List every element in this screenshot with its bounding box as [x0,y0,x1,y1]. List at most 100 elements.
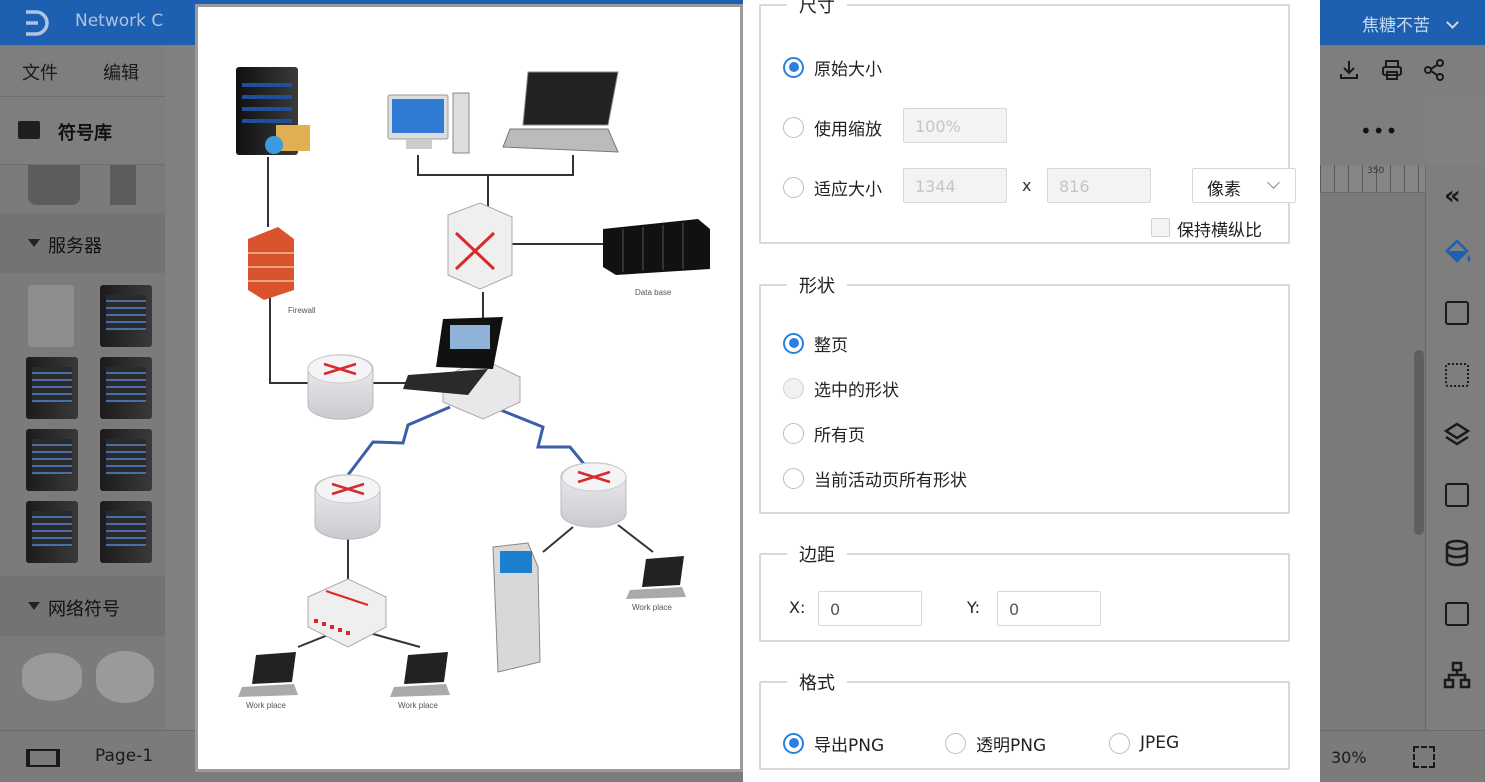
canvas-area[interactable] [1320,193,1425,730]
file-server-symbol[interactable] [26,357,78,419]
menu-file[interactable]: 文件 [22,63,58,84]
fill-bucket-icon[interactable] [1443,237,1473,267]
desktop-computer-shape [387,92,470,154]
radio-unchecked[interactable] [1109,732,1130,754]
shape-all-pages-option[interactable]: 所有页 [783,420,865,446]
pages-icon[interactable] [26,749,60,767]
layers-icon[interactable] [1443,421,1471,449]
hub-switch-shape [307,578,387,648]
terminal-symbol[interactable] [110,165,136,205]
mail-server-symbol[interactable] [26,501,78,563]
image-icon[interactable] [1445,602,1469,626]
caret-down-icon [28,602,40,610]
radio-unchecked[interactable] [945,732,966,754]
scale-input[interactable]: 100% [903,108,1007,143]
workplace-label: Work place [632,603,672,612]
menu-bar: 文件 编辑 [0,45,165,97]
category-servers[interactable]: 服务器 [0,213,165,273]
chevron-down-icon[interactable] [1446,16,1459,29]
shape-active-page-option[interactable]: 当前活动页所有形状 [783,465,967,491]
presentation-icon[interactable] [1445,483,1469,507]
keep-ratio-label[interactable]: 保持横纵比 [1177,221,1262,241]
zoom-level[interactable]: 30% [1331,748,1367,767]
network-diagram-preview: Firewall Data base [236,67,710,710]
page-settings-icon[interactable] [1445,301,1469,325]
shape-whole-page-option[interactable]: 整页 [783,330,848,356]
format-png-option[interactable]: 导出PNG [783,730,884,756]
margin-x-label: X: [789,598,806,617]
margin-y-input[interactable]: 0 [997,591,1101,626]
whole-page-label: 整页 [814,335,848,356]
category-network-symbols[interactable]: 网络符号 [0,576,165,636]
size-scale-option[interactable]: 使用缩放 [783,114,882,140]
symbol-library-title: 符号库 [58,123,112,144]
kiosk-symbol[interactable] [28,165,80,205]
active-page-shapes-label: 当前活动页所有形状 [814,470,967,491]
collapse-panel-icon[interactable]: « [1444,181,1461,211]
horizontal-ruler [1320,165,1425,193]
server-tower-symbol[interactable] [28,285,74,347]
export-preview: Firewall Data base [195,4,743,772]
radio-unchecked[interactable] [783,422,804,444]
format-jpeg-option[interactable]: JPEG [1109,730,1179,756]
format-transparent-png-option[interactable]: 透明PNG [945,730,1046,756]
router-symbol[interactable] [22,653,82,701]
radio-checked[interactable] [783,332,804,354]
margin-group: 边距 X: 0 Y: 0 [759,541,1290,642]
fullscreen-icon[interactable] [1413,746,1435,768]
print-icon[interactable] [1381,59,1403,81]
jpeg-label: JPEG [1140,733,1180,753]
workplace-label: Work place [398,701,438,710]
width-input[interactable]: 1344 [903,168,1007,203]
radio-unchecked[interactable] [783,467,804,489]
symbol-library-panel: 服务器 网络符号 [0,165,165,730]
workplace-laptop-shape [626,556,686,599]
page-tab[interactable]: Page-1 [95,746,154,766]
database-rack-shape [603,219,710,275]
margin-x-input[interactable]: 0 [818,591,922,626]
user-server-symbol[interactable] [100,429,152,491]
grid-icon[interactable] [1445,363,1469,387]
user-name[interactable]: 焦糖不苦 [1362,16,1430,36]
database-icon[interactable] [1443,539,1471,567]
radio-checked[interactable] [783,56,804,78]
database-label: Data base [635,288,672,297]
size-original-option[interactable]: 原始大小 [783,54,882,80]
size-group: 尺寸 原始大小 使用缩放 100% 适应大小 1344 x 816 像素 保持横… [759,0,1296,244]
size-original-label: 原始大小 [814,59,882,80]
router-alt-symbol[interactable] [96,651,154,703]
database-server-symbol[interactable] [26,429,78,491]
rack-server-symbol[interactable] [100,285,152,347]
caret-down-icon [28,239,40,247]
download-icon[interactable] [1338,59,1360,81]
radio-unchecked[interactable] [783,116,804,138]
shape-selected-option[interactable]: 选中的形状 [783,375,899,401]
height-input[interactable]: 816 [1047,168,1151,203]
times-sign: x [1022,176,1032,195]
firewall-shape [248,227,294,300]
radio-unchecked[interactable] [783,176,804,198]
vertical-scrollbar[interactable] [1414,350,1424,535]
ruler-mark: 350 [1367,166,1385,176]
margin-legend: 边距 [799,545,835,566]
keep-ratio-checkbox[interactable] [1151,218,1170,237]
more-icon[interactable]: ••• [1360,119,1399,143]
firewall-label: Firewall [288,306,316,315]
radio-checked[interactable] [783,732,804,754]
export-settings-panel: 尺寸 原始大小 使用缩放 100% 适应大小 1344 x 816 像素 保持横… [743,0,1320,782]
library-icon [18,121,40,139]
switch-shape [447,202,513,290]
web-server-symbol[interactable] [100,357,152,419]
router-shape [560,462,627,528]
category-label: 网络符号 [48,599,120,620]
workplace-laptop-shape [238,652,298,697]
web-server-shape [236,67,310,155]
book-server-symbol[interactable] [100,501,152,563]
size-fit-option[interactable]: 适应大小 [783,174,882,200]
unit-select[interactable]: 像素 [1192,168,1296,203]
kiosk-shape [492,542,541,673]
share-icon[interactable] [1423,59,1445,81]
org-chart-icon[interactable] [1443,661,1471,689]
menu-edit[interactable]: 编辑 [103,63,139,84]
radio-disabled[interactable] [783,377,804,399]
